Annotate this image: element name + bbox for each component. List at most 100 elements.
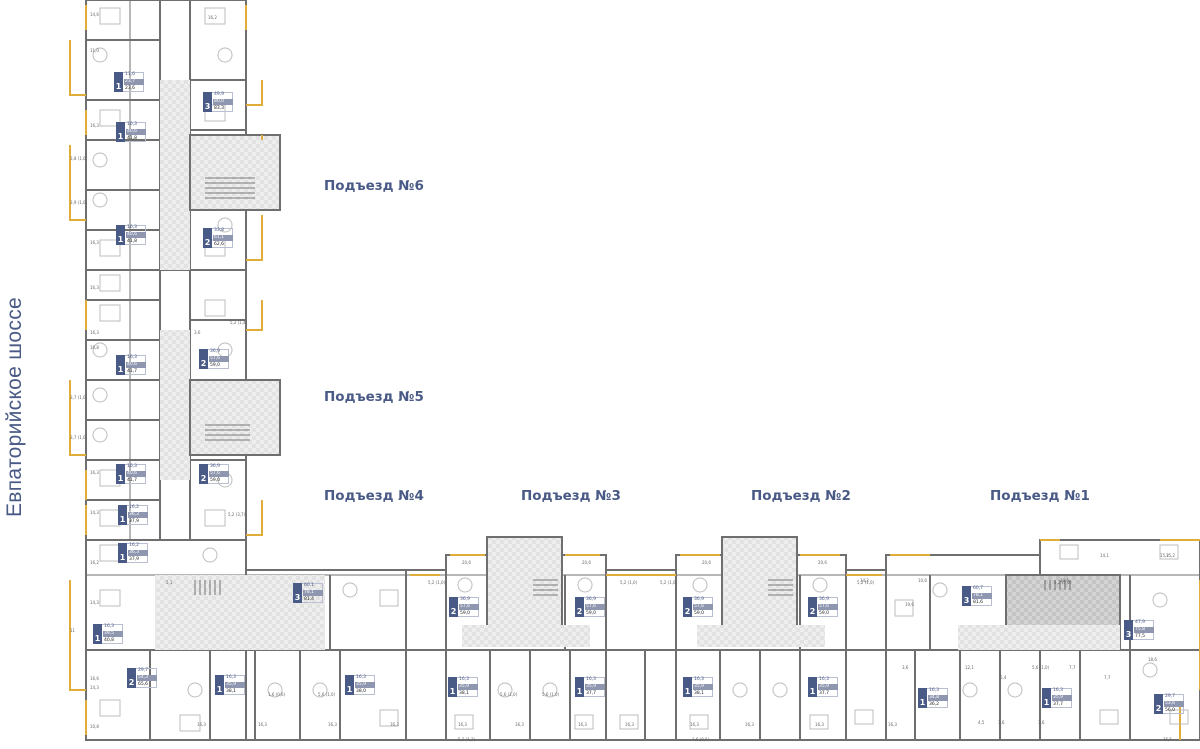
apartment-rooms: 1 [683, 687, 692, 697]
apartment-total-area: 62,6 [214, 241, 225, 247]
apartment-total-area: 77,5 [1135, 633, 1146, 639]
apartment-living-area: 16,2 [129, 505, 140, 510]
apartment-living-area: 60,1 [304, 583, 315, 588]
apartment-rooms: 2 [575, 607, 584, 617]
room-area-label: 5,6 (1,0) [500, 692, 518, 697]
apartment-kitchen-area: 61,1 [214, 234, 225, 240]
room-area-label: 18,6 [1148, 657, 1157, 662]
apartment-rooms: 2 [683, 607, 692, 617]
apartment-living-area: 16,3 [819, 677, 830, 682]
room-area-label: 16,3 [515, 722, 524, 727]
apartment-total-area: 38,1 [226, 688, 237, 694]
apartment-kitchen-area: 39,5 [104, 630, 115, 636]
room-area-label: 14,2 [860, 578, 869, 583]
room-area-label: 1,6 (0,6) [268, 692, 286, 697]
apartment-total-area: 37,9 [129, 556, 140, 562]
apartment-total-area: 36,2 [929, 701, 940, 707]
room-area-label: 5,6 (1,0) [318, 692, 336, 697]
room-area-label: 16,5 [1163, 737, 1172, 742]
room-area-label: 5,6 (1,0) [1032, 665, 1050, 670]
balconies [69, 5, 1200, 740]
apartment-total-area: 56,0 [1165, 707, 1176, 713]
apartment-total-area: 41,8 [127, 135, 138, 141]
room-area-label: 16,6 [90, 676, 99, 681]
room-area-label: 16,3 [328, 722, 337, 727]
room-area-label: 10,6 [1060, 578, 1069, 583]
apartment-total-area: 40,8 [104, 637, 115, 643]
apartment-rooms: 1 [1042, 698, 1051, 708]
apartment-total-area: 59,0 [210, 362, 221, 368]
apartment-living-area: 16,3 [356, 675, 367, 680]
room-area-label: 16,2 [90, 560, 99, 565]
room-area-label: 16,3 [815, 722, 824, 727]
apartment-total-area: 59,0 [819, 610, 830, 616]
room-area-label: 4,5 [978, 720, 985, 725]
room-area-label: 3,9 (1,0) [70, 200, 88, 205]
room-area-label: 3,6 [194, 330, 201, 335]
apartment-total-area: 37,7 [819, 690, 830, 696]
apartment-living-area: 16,3 [127, 225, 138, 230]
room-area-label: 16,3 [390, 722, 399, 727]
entrance-1-label: Подъезд №1 [990, 488, 1090, 504]
apartment-total-area: 38,0 [356, 688, 367, 694]
room-area-label: 20,6 [818, 560, 827, 565]
room-area-label: 5,2 (1,4) [230, 320, 248, 325]
room-area-label: 10,6 [918, 578, 927, 583]
apartment-kitchen-area: 23,7 [125, 78, 136, 84]
apartment-total-area: 81,6 [973, 599, 984, 605]
room-area-label: 16,3 [90, 470, 99, 475]
apartment-living-area: 33,8 [214, 228, 225, 233]
room-area-label: 16,3 [90, 240, 99, 245]
apartment-living-area: 16,3 [226, 675, 237, 680]
apartment-rooms: 1 [114, 82, 123, 92]
apartment-rooms: 3 [203, 102, 212, 112]
apartment-rooms: 1 [116, 365, 125, 375]
apartment-kitchen-area: 57,6 [819, 603, 830, 609]
apartment-kitchen-area: 40,6 [127, 470, 138, 476]
room-area-label: 10,8 [90, 345, 99, 350]
apartment-total-area: 41,8 [127, 238, 138, 244]
room-area-label: 14,3 [90, 685, 99, 690]
apartment-living-area: 36,9 [586, 597, 597, 602]
apartment-living-area: 16,3 [127, 464, 138, 469]
room-area-label: 15,2 [1166, 553, 1175, 558]
apartment-kitchen-area: 53,6 [1165, 700, 1176, 706]
apartment-living-area: 36,9 [819, 597, 830, 602]
apartment-living-area: 60,7 [973, 586, 984, 591]
apartment-living-area: 29,7 [138, 668, 149, 673]
entrance-6-label: Подъезд №6 [324, 178, 424, 194]
apartment-total-area: 59,0 [460, 610, 471, 616]
apartment-living-area: 36,9 [694, 597, 705, 602]
apartment-kitchen-area: 40,6 [127, 361, 138, 367]
room-area-label: 3,6 [902, 665, 909, 670]
